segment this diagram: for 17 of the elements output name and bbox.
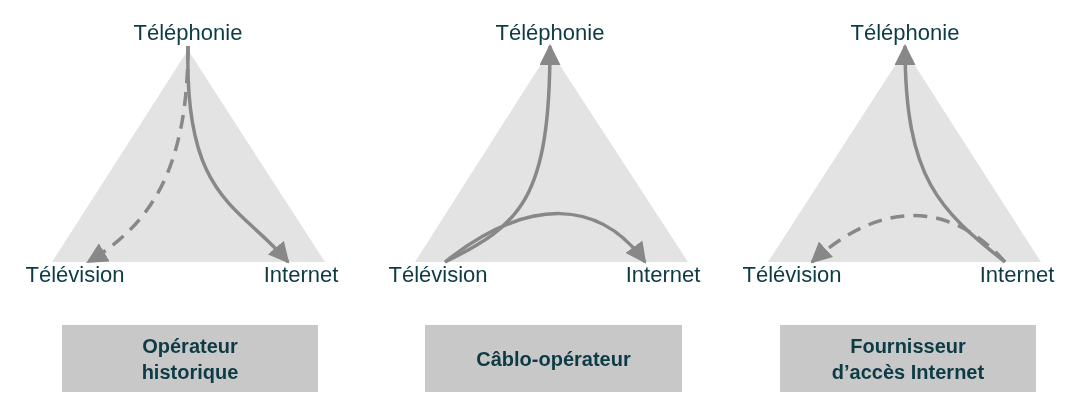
curved-arrow bbox=[810, 213, 1007, 264]
category-box: Fournisseur d’accès Internet bbox=[780, 325, 1036, 392]
vertex-label: Internet bbox=[620, 262, 706, 288]
curved-arrow bbox=[86, 45, 190, 264]
vertex-label: Télévision bbox=[378, 262, 498, 288]
vertex-label: Téléphonie bbox=[489, 20, 611, 46]
vertex-label: Internet bbox=[974, 262, 1060, 288]
curved-arrow bbox=[443, 211, 647, 264]
vertex-label: Internet bbox=[258, 262, 344, 288]
vertex-label: Télévision bbox=[732, 262, 852, 288]
vertex-label: Téléphonie bbox=[844, 20, 966, 46]
curved-arrow bbox=[894, 43, 1007, 264]
curved-arrow bbox=[444, 43, 561, 264]
vertex-label: Téléphonie bbox=[127, 20, 249, 46]
category-box: Câblo-opérateur bbox=[425, 325, 682, 392]
vertex-label: Télévision bbox=[15, 262, 135, 288]
category-box: Opérateur historique bbox=[62, 325, 318, 392]
